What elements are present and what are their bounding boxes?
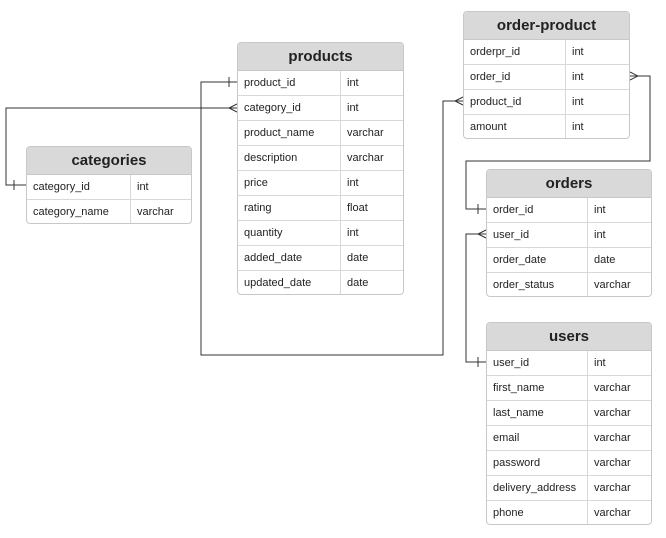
field-row[interactable]: order_id int xyxy=(487,198,651,223)
field-name: order_status xyxy=(487,273,588,296)
field-name: order_id xyxy=(487,198,588,222)
field-row[interactable]: quantity int xyxy=(238,221,403,246)
field-name: email xyxy=(487,426,588,450)
field-type: int xyxy=(572,71,584,83)
many-marker xyxy=(476,229,487,239)
field-row[interactable]: password varchar xyxy=(487,451,651,476)
field-row[interactable]: amount int xyxy=(464,115,629,138)
field-type: varchar xyxy=(347,127,384,139)
field-name: last_name xyxy=(487,401,588,425)
field-row[interactable]: product_id int xyxy=(238,71,403,96)
field-type: int xyxy=(347,77,359,89)
field-name: product_id xyxy=(464,90,566,114)
field-type: varchar xyxy=(594,382,631,394)
field-name: first_name xyxy=(487,376,588,400)
field-type: int xyxy=(347,177,359,189)
entity-title: categories xyxy=(27,147,191,175)
many-marker xyxy=(629,71,640,81)
field-name: order_id xyxy=(464,65,566,89)
link-orders-order-product xyxy=(465,75,651,210)
field-name: product_name xyxy=(238,121,341,145)
field-type: varchar xyxy=(594,432,631,444)
field-row[interactable]: price int xyxy=(238,171,403,196)
field-type: varchar xyxy=(594,279,631,291)
field-type: int xyxy=(347,102,359,114)
field-row[interactable]: product_id int xyxy=(464,90,629,115)
field-type: date xyxy=(347,277,369,289)
many-marker xyxy=(453,96,464,106)
field-name: user_id xyxy=(487,223,588,247)
field-type: int xyxy=(572,46,584,58)
field-row[interactable]: category_id int xyxy=(27,175,191,200)
field-name: phone xyxy=(487,501,588,524)
field-row[interactable]: product_name varchar xyxy=(238,121,403,146)
link-categories-products xyxy=(5,107,237,186)
many-marker xyxy=(227,103,238,113)
field-name: price xyxy=(238,171,341,195)
field-type: varchar xyxy=(594,407,631,419)
field-type: int xyxy=(594,204,606,216)
field-row[interactable]: delivery_address varchar xyxy=(487,476,651,501)
field-type: date xyxy=(347,252,369,264)
field-row[interactable]: user_id int xyxy=(487,223,651,248)
field-name: delivery_address xyxy=(487,476,588,500)
field-row[interactable]: last_name varchar xyxy=(487,401,651,426)
field-name: category_id xyxy=(238,96,341,120)
field-name: description xyxy=(238,146,341,170)
field-type: int xyxy=(594,357,606,369)
field-row[interactable]: category_id int xyxy=(238,96,403,121)
field-row[interactable]: order_status varchar xyxy=(487,273,651,296)
field-row[interactable]: phone varchar xyxy=(487,501,651,524)
field-type: varchar xyxy=(594,507,631,519)
field-row[interactable]: first_name varchar xyxy=(487,376,651,401)
field-type: int xyxy=(594,229,606,241)
field-row[interactable]: orderpr_id int xyxy=(464,40,629,65)
field-type: int xyxy=(572,96,584,108)
field-row[interactable]: rating float xyxy=(238,196,403,221)
field-row[interactable]: email varchar xyxy=(487,426,651,451)
field-type: varchar xyxy=(594,457,631,469)
entity-title: orders xyxy=(487,170,651,198)
field-name: order_date xyxy=(487,248,588,272)
field-type: varchar xyxy=(594,482,631,494)
field-name: orderpr_id xyxy=(464,40,566,64)
field-name: product_id xyxy=(238,71,341,95)
field-row[interactable]: added_date date xyxy=(238,246,403,271)
field-name: user_id xyxy=(487,351,588,375)
field-name: updated_date xyxy=(238,271,341,294)
entity-title: order-product xyxy=(464,12,629,40)
field-name: amount xyxy=(464,115,566,138)
link-users-orders xyxy=(465,233,486,363)
entity-title: products xyxy=(238,43,403,71)
field-type: float xyxy=(347,202,368,214)
field-name: category_name xyxy=(27,200,131,223)
link-products-order-product xyxy=(200,81,463,356)
field-name: quantity xyxy=(238,221,341,245)
field-name: rating xyxy=(238,196,341,220)
field-type: int xyxy=(347,227,359,239)
field-row[interactable]: updated_date date xyxy=(238,271,403,294)
field-name: category_id xyxy=(27,175,131,199)
field-row[interactable]: category_name varchar xyxy=(27,200,191,223)
field-name: added_date xyxy=(238,246,341,270)
field-row[interactable]: user_id int xyxy=(487,351,651,376)
field-row[interactable]: order_id int xyxy=(464,65,629,90)
field-type: int xyxy=(137,181,149,193)
field-row[interactable]: order_date date xyxy=(487,248,651,273)
entity-title: users xyxy=(487,323,651,351)
field-type: date xyxy=(594,254,616,266)
field-type: int xyxy=(572,121,584,133)
field-type: varchar xyxy=(137,206,174,218)
field-name: password xyxy=(487,451,588,475)
field-type: varchar xyxy=(347,152,384,164)
field-row[interactable]: description varchar xyxy=(238,146,403,171)
